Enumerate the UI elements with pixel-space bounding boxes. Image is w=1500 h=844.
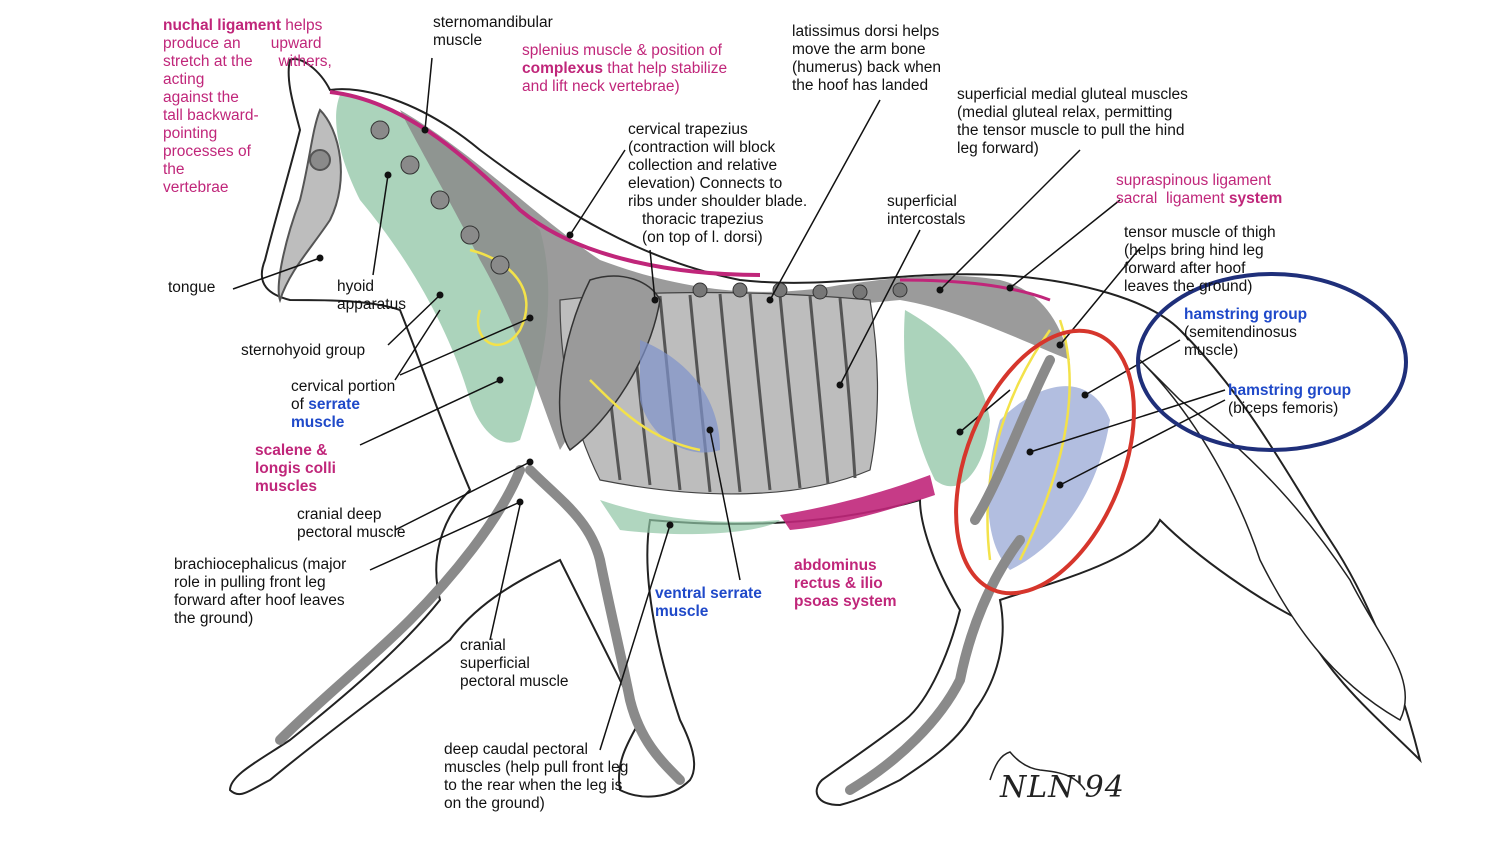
sternomandibular-label: sternomandibular muscle <box>433 14 553 49</box>
thoracic-trapezius-label: thoracic trapezius (on top of l. dorsi) <box>642 211 764 246</box>
superficial-intercostals-label: superficial intercostals <box>887 193 966 228</box>
deep-caudal-pectoral-label: deep caudal pectoral muscles (help pull … <box>444 741 629 812</box>
leg-bones <box>275 355 1055 795</box>
supraspinous-ligament <box>899 278 1051 302</box>
sternohyoid-label: sternohyoid group <box>241 342 366 359</box>
supraspinous-ligament-label: supraspinous ligament sacral ligament sy… <box>1116 172 1283 207</box>
hamstring-biceps-femoris-label: hamstring group (biceps femoris) <box>1228 382 1352 417</box>
spine-vertebrae <box>692 282 908 300</box>
abdominal-band <box>780 475 935 530</box>
cranial-superficial-pectoral-label: cranial superficial pectoral muscle <box>460 637 569 690</box>
scalene-label: scalene & longis colli muscles <box>255 442 336 495</box>
hamstring-highlight-blue-oval <box>1136 272 1408 452</box>
nuchal-ligament <box>329 90 761 277</box>
cranial-deep-pectoral-label: cranial deep pectoral muscle <box>297 506 406 541</box>
scapula <box>558 275 661 452</box>
neck-muscle-area <box>336 95 549 443</box>
abdominus-label: abdominus rectus & ilio psoas system <box>794 557 897 610</box>
tongue-label: tongue <box>168 279 216 296</box>
leader-dots <box>316 126 1089 529</box>
hyoid-apparatus-label: hyoid apparatus <box>337 278 406 313</box>
head-neck-bones <box>277 108 342 304</box>
gluteal-label: superficial medial gluteal muscles (medi… <box>957 86 1188 157</box>
hamstring-highlight-red-oval <box>954 328 1136 596</box>
cervical-trapezius-label: cervical trapezius (contraction will blo… <box>628 121 808 210</box>
brachiocephalicus-label: brachiocephalicus (major role in pulling… <box>174 556 347 627</box>
tensor-muscle-label: tensor muscle of thigh (helps bring hind… <box>1124 224 1276 295</box>
cervical-serrate-label: cervical portion of serrate muscle <box>291 378 396 431</box>
tail <box>1139 359 1406 722</box>
ventral-serrate-label: ventral serrate muscle <box>655 585 762 620</box>
neck-vertebrae <box>370 120 510 275</box>
ventral-serrate-area <box>600 500 780 535</box>
latissimus-dorsi-label: latissimus dorsi helps move the arm bone… <box>792 23 942 94</box>
signature-horse-sketch <box>989 751 1086 791</box>
shoulder-blue-muscle <box>640 340 720 453</box>
splenius-label: splenius muscle & position of complexus … <box>522 42 728 95</box>
hamstring-semitendinosus-label: hamstring group (semitendinosus muscle) <box>1184 306 1308 359</box>
artist-signature: NLN'94 <box>1000 770 1125 805</box>
nuchal-ligament-label: nuchal ligament helps produce an upward … <box>163 17 332 196</box>
